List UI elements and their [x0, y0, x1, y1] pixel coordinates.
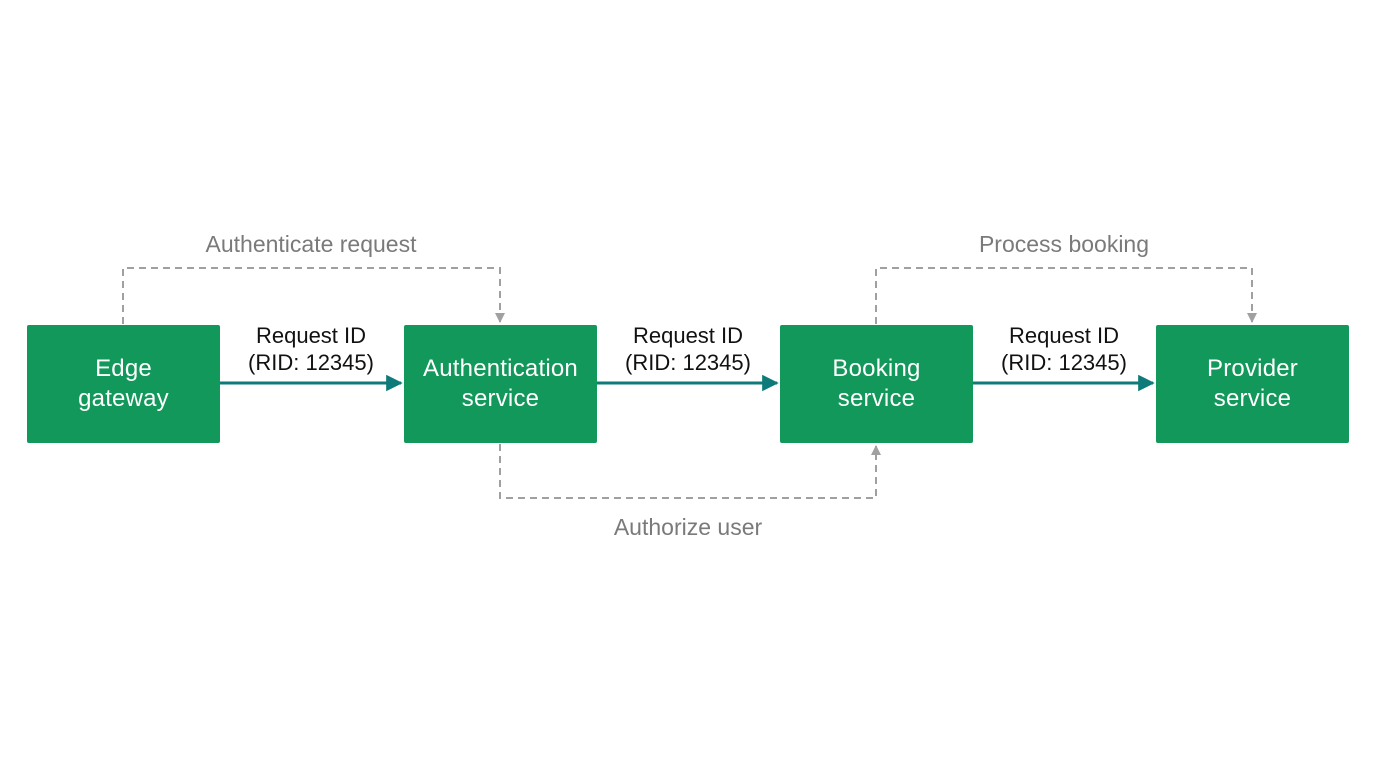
node-provider-service: Provider service [1156, 325, 1349, 443]
request-edge-label-2: Request ID (RID: 12345) [613, 322, 763, 376]
node-authentication-service: Authentication service [404, 325, 597, 443]
node-booking-service: Booking service [780, 325, 973, 443]
request-edge-1-line1: Request ID [255, 323, 367, 348]
request-edge-3-line2: (RID: 12345) [1001, 350, 1127, 375]
request-edge-3-line1: Request ID [1008, 323, 1120, 348]
authorize-flow-arrow [499, 444, 881, 499]
request-edge-label-1: Request ID (RID: 12345) [236, 322, 386, 376]
node-authentication-service-label: Authentication service [423, 355, 578, 412]
authenticate-request-label: Authenticate request [205, 231, 417, 257]
request-edge-1-line2: (RID: 12345) [248, 350, 374, 375]
request-edge-label-3: Request ID (RID: 12345) [989, 322, 1139, 376]
node-provider-service-label: Provider service [1207, 355, 1298, 412]
process-flow-arrow [875, 267, 1257, 324]
node-booking-service-label: Booking service [832, 355, 921, 412]
request-edge-2-line2: (RID: 12345) [625, 350, 751, 375]
authorize-user-label: Authorize user [613, 514, 763, 540]
node-edge-gateway: Edge gateway [27, 325, 220, 443]
authenticate-flow-arrow [122, 267, 505, 324]
request-edge-2-line1: Request ID [632, 323, 744, 348]
node-edge-gateway-label: Edge gateway [78, 355, 169, 412]
process-booking-label: Process booking [978, 231, 1150, 257]
